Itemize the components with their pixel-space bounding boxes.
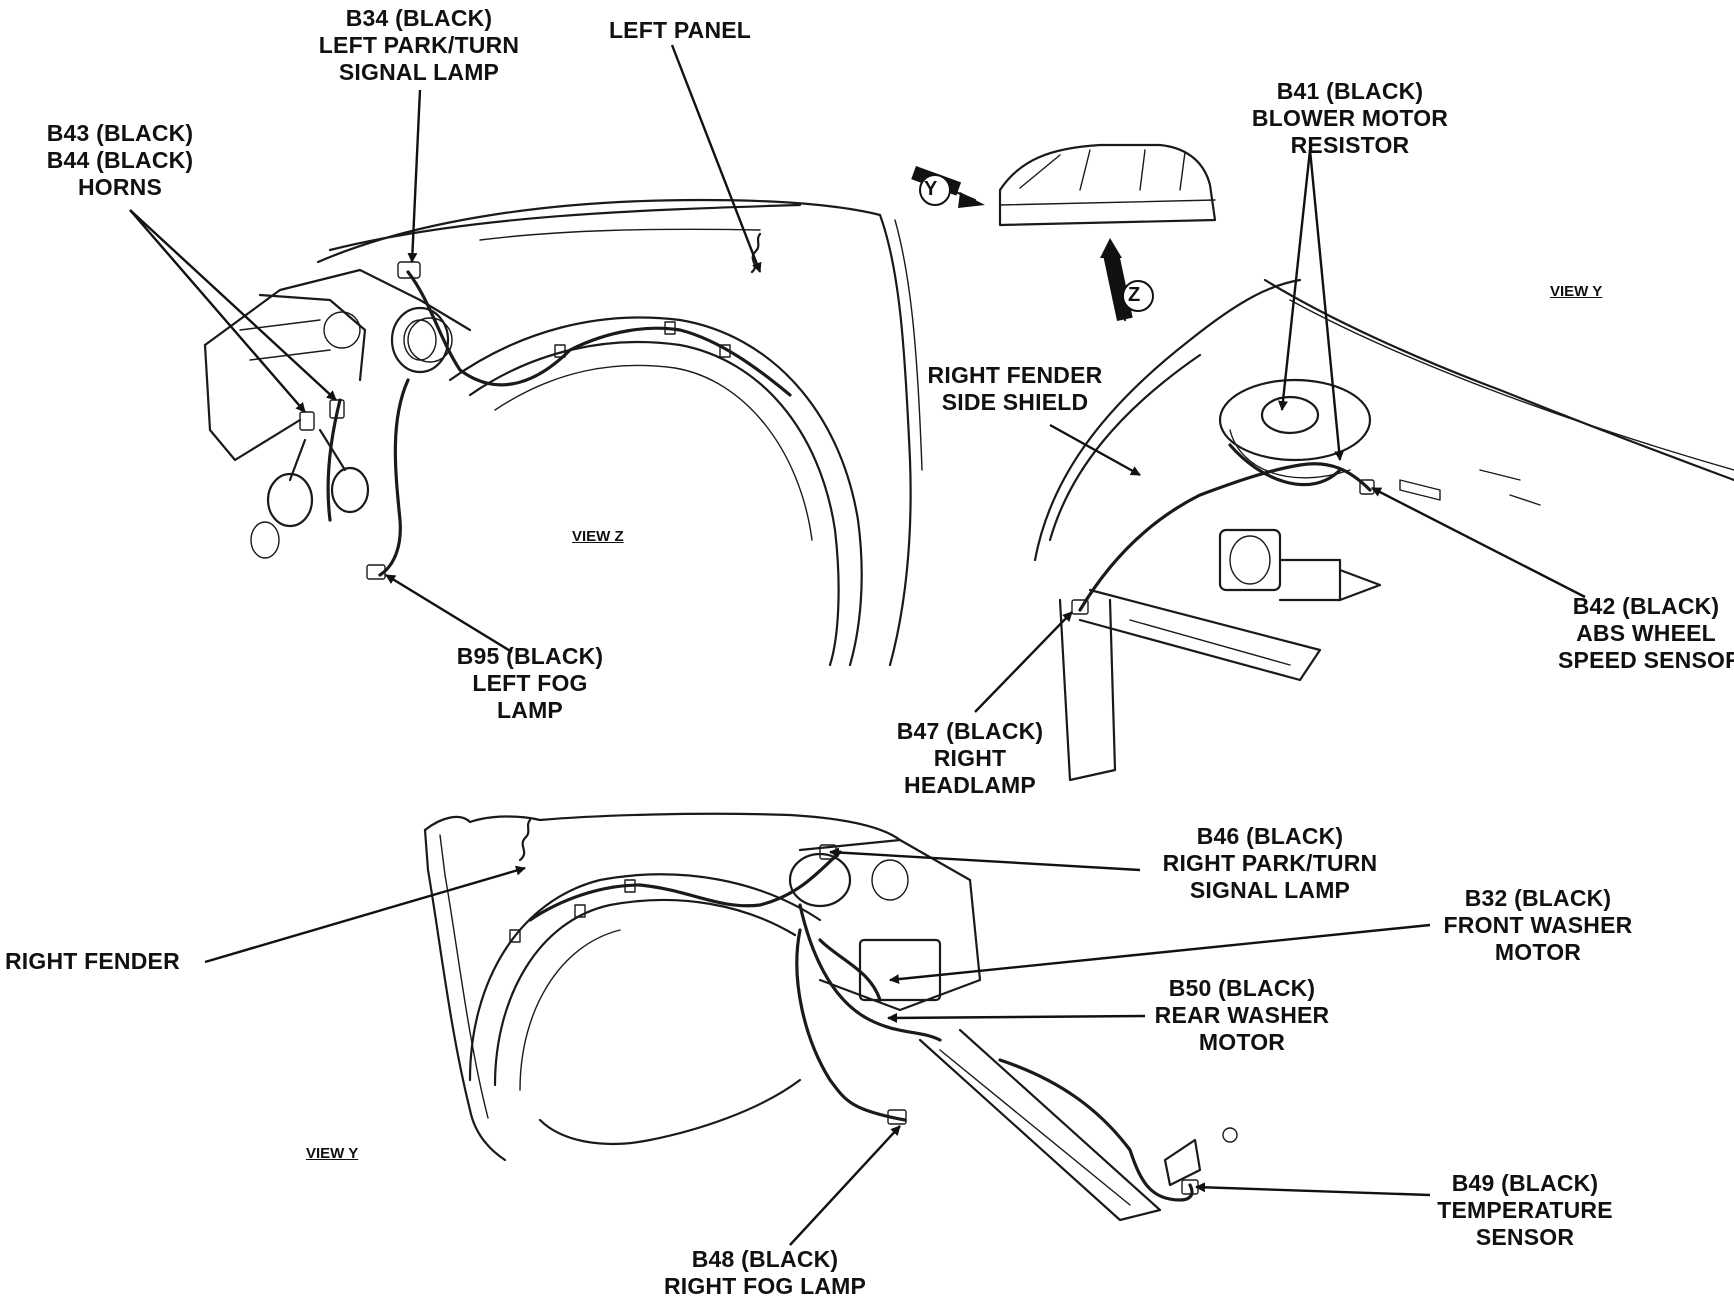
label-b49-temperature-sensor: B49 (BLACK) TEMPERATURE SENSOR <box>1437 1170 1613 1250</box>
label-b34-left-park-turn-signal-lamp: B34 (BLACK) LEFT PARK/TURN SIGNAL LAMP <box>318 5 520 85</box>
view-z-illustration <box>203 198 923 667</box>
view-y-bottom-illustration <box>423 812 1238 1222</box>
label-left-panel: LEFT PANEL <box>608 17 752 43</box>
caption-view-z: VIEW Z <box>572 528 624 545</box>
label-b32-front-washer-motor: B32 (BLACK) FRONT WASHER MOTOR <box>1443 885 1633 965</box>
label-b48-right-fog-lamp: B48 (BLACK) RIGHT FOG LAMP <box>663 1246 867 1299</box>
callout-y: Y <box>924 178 938 200</box>
label-b46-right-park-turn-signal-lamp: B46 (BLACK) RIGHT PARK/TURN SIGNAL LAMP <box>1162 823 1378 903</box>
label-b47-right-headlamp: B47 (BLACK) RIGHT HEADLAMP <box>896 718 1044 798</box>
leader-lines <box>129 44 1586 1246</box>
caption-view-y-bottom: VIEW Y <box>306 1145 359 1162</box>
label-b41-blower-motor-resistor: B41 (BLACK) BLOWER MOTOR RESISTOR <box>1251 78 1449 158</box>
label-horns-b43-b44: B43 (BLACK) B44 (BLACK) HORNS <box>46 120 194 200</box>
label-right-fender-side-shield: RIGHT FENDER SIDE SHIELD <box>927 362 1103 415</box>
label-b50-rear-washer-motor: B50 (BLACK) REAR WASHER MOTOR <box>1154 975 1330 1055</box>
caption-view-y-top: VIEW Y <box>1550 283 1603 300</box>
label-b42-abs-wheel-speed-sensor: B42 (BLACK) ABS WHEEL SPEED SENSOR <box>1558 593 1734 673</box>
label-right-fender: RIGHT FENDER <box>5 948 180 974</box>
vehicle-locator-illustration <box>911 143 1217 322</box>
view-y-top-illustration <box>1033 278 1734 782</box>
label-b95-left-fog-lamp: B95 (BLACK) LEFT FOG LAMP <box>456 643 604 723</box>
callout-z: Z <box>1128 284 1141 306</box>
